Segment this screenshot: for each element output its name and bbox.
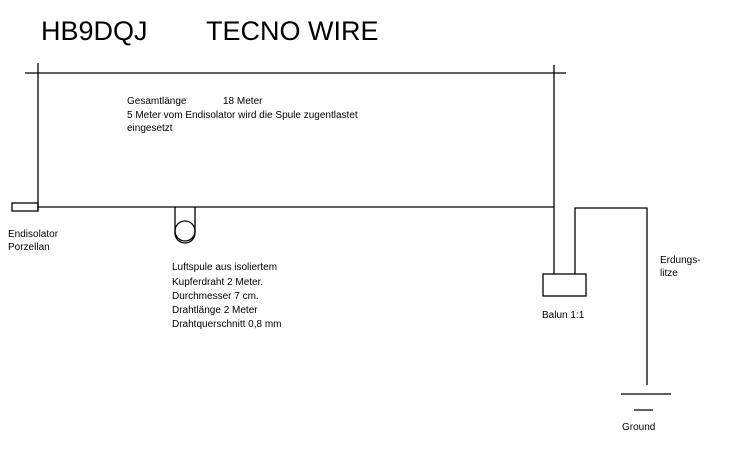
description-line-2: 5 Meter vom Endisolator wird die Spule z… (127, 110, 358, 121)
insulator-label-2: Porzellan (8, 242, 50, 253)
balun-icon (542, 273, 587, 297)
ground-wire (574, 207, 648, 385)
ground-wire-label-1: Erdungs- (660, 255, 701, 266)
total-length-label: Gesamtlänge (127, 96, 187, 107)
coil-spec-2: Kupferdraht 2 Meter. (172, 277, 264, 288)
end-insulator-icon (11, 202, 39, 212)
balun-label: Balun 1:1 (542, 310, 585, 321)
coil-spec-1: Luftspule aus isoliertem (172, 262, 278, 273)
coil-spec-3: Durchmesser 7 cm. (172, 291, 259, 302)
description-line-3: eingesetzt (127, 123, 173, 134)
antenna-name-title: TECNO WIRE (206, 16, 379, 46)
coil-spec-5: Drahtquerschnitt 0,8 mm (172, 319, 282, 330)
callsign-title: HB9DQJ (41, 16, 148, 46)
coil-spec-4: Drahtlänge 2 Meter (172, 305, 258, 316)
air-coil-loop (174, 220, 196, 242)
total-length-value: 18 Meter (223, 96, 263, 107)
ground-label: Ground (622, 422, 656, 433)
ground-wire-label-2: litze (660, 268, 678, 279)
insulator-label-1: Endisolator (8, 229, 59, 240)
